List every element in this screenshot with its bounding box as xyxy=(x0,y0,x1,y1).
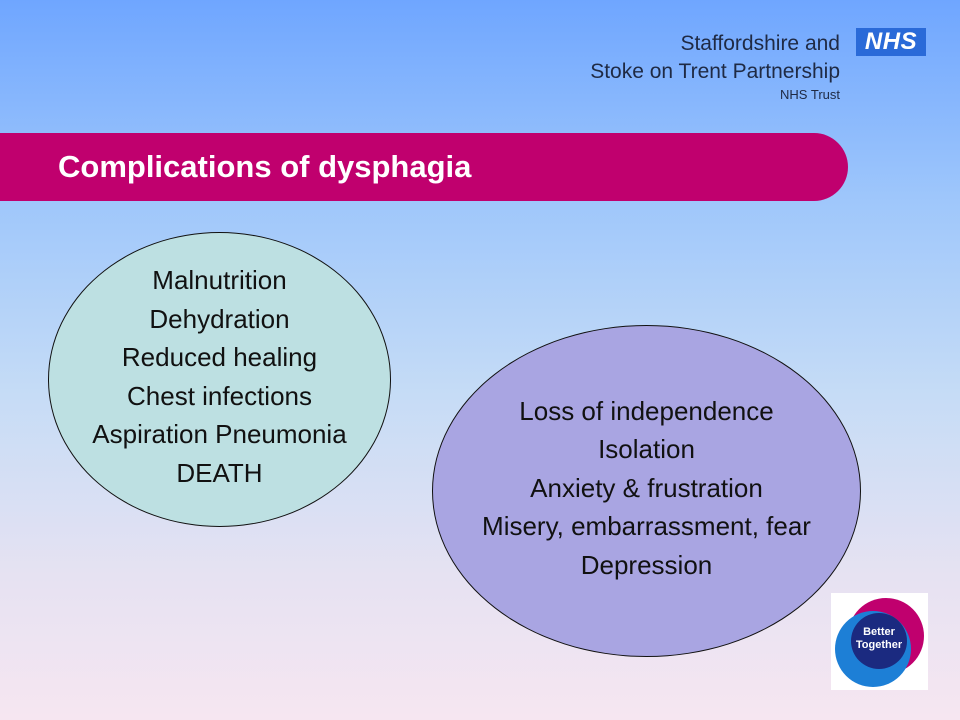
list-item: DEATH xyxy=(176,457,263,488)
nhs-logo: NHS xyxy=(856,28,926,56)
list-item: Dehydration xyxy=(149,303,290,334)
logo-text-line-1: Better xyxy=(863,626,895,638)
title-banner: Complications of dysphagia xyxy=(0,133,848,201)
list-item: Misery, embarrassment, fear xyxy=(482,511,811,542)
slide-title: Complications of dysphagia xyxy=(58,149,472,184)
list-item: Chest infections xyxy=(127,380,312,411)
list-item: Malnutrition xyxy=(152,265,287,295)
organisation-name: Staffordshire and Stoke on Trent Partner… xyxy=(540,30,840,103)
better-together-circles-icon xyxy=(835,598,924,687)
logo-text: Better Together xyxy=(849,626,909,652)
psychosocial-complications-ellipse: Loss of independence Isolation Anxiety &… xyxy=(432,325,861,657)
org-name-line-1: Staffordshire and xyxy=(680,32,840,55)
psychosocial-complications-list: Loss of independence Isolation Anxiety &… xyxy=(482,392,811,585)
list-item: Reduced healing xyxy=(121,342,318,372)
list-item: Loss of independence xyxy=(519,395,774,426)
list-item: Aspiration Pneumonia xyxy=(92,419,347,449)
org-name-line-2: Stoke on Trent Partnership xyxy=(590,60,840,83)
better-together-logo: Better Together xyxy=(831,593,928,690)
physical-complications-list: Malnutrition Dehydration Reduced healing… xyxy=(92,261,346,492)
list-item: Depression xyxy=(580,549,713,580)
list-item: Isolation xyxy=(598,434,695,465)
list-item: Anxiety & frustration xyxy=(530,472,763,503)
org-name-line-3: NHS Trust xyxy=(780,87,840,102)
physical-complications-ellipse: Malnutrition Dehydration Reduced healing… xyxy=(48,232,391,527)
logo-text-line-2: Together xyxy=(855,639,903,651)
